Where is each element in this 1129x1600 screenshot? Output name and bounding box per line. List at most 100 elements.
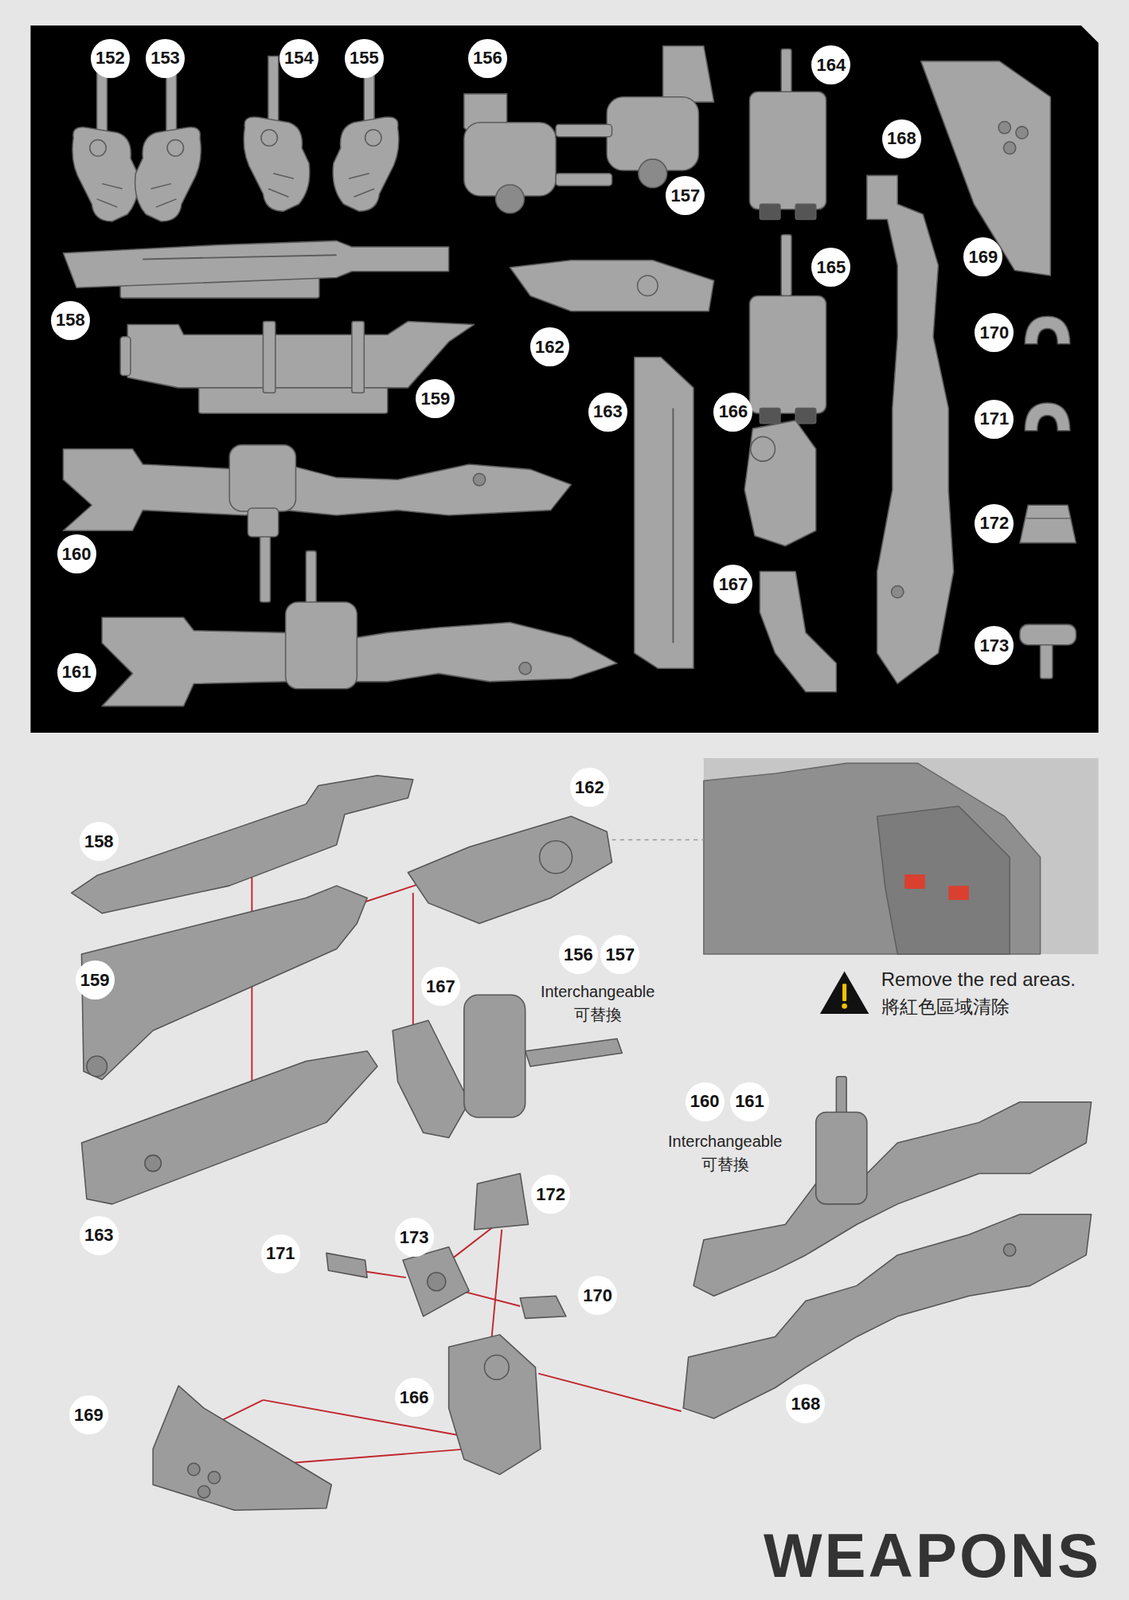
parts-panel [30,25,1098,733]
part-drawing [71,775,414,914]
callout-number: 152 [90,39,130,79]
callout-number: 167 [421,966,461,1006]
part-drawing [759,203,781,219]
part-detail [637,275,659,297]
callout-number-text: 173 [980,636,1010,655]
callout-number-text: 171 [980,410,1010,428]
callout-number-text: 163 [84,1226,114,1244]
part-drawing [402,1246,469,1317]
callout-number-text: 154 [284,49,314,67]
callout-number-text: 157 [605,945,635,964]
callout-number-text: 169 [968,248,998,266]
callout-number: 158 [50,300,90,340]
warning-symbol [820,972,868,1013]
callout-line [612,839,704,841]
callout-number-text: 162 [574,778,605,797]
callout-number-text: 172 [535,1185,566,1204]
part-drawing [1040,640,1053,679]
callout-number-text: 167 [425,977,456,996]
part-drawing [1024,402,1070,431]
callout-number-text: 156 [563,945,594,964]
part-drawing [795,408,817,424]
callout-number-text: 157 [670,187,700,205]
callout-number: 172 [974,503,1014,544]
part-detail [891,585,904,598]
callout-number-text: 156 [472,49,503,67]
callout-number-text: 171 [265,1244,296,1262]
part-drawing [781,49,792,96]
part-drawing [634,356,694,669]
part-detail [1015,126,1028,139]
part-detail [144,1154,161,1172]
assembly-line [365,1270,407,1278]
callout-number-text: 164 [816,56,847,75]
part-detail [207,1471,220,1484]
part-detail [261,129,294,198]
part-drawing [555,173,612,186]
part-detail [496,184,525,214]
part-detail [484,1355,509,1380]
callout-number-text: 155 [349,49,379,67]
callout-number: 157 [600,934,640,974]
part-drawing [120,336,131,376]
part-drawing [519,1295,567,1318]
callout-number: 160 [685,1082,725,1122]
callout-number-text: 170 [980,324,1010,342]
callout-number: 171 [261,1234,301,1274]
callout-number: 155 [344,39,384,79]
part-detail [348,129,382,198]
callout-number-text: 169 [74,1406,104,1424]
part-drawing [1019,624,1076,645]
part-drawing [683,1214,1091,1419]
callout-number: 166 [394,1377,434,1417]
part-drawing [229,445,296,512]
part-drawing [285,601,358,689]
warning-symbol [841,1003,848,1009]
callout-number: 172 [531,1174,571,1214]
callout-number-text: 161 [734,1092,765,1110]
callout-number-text: 170 [582,1286,613,1305]
callout-number: 173 [394,1217,434,1257]
callout-number-text: 163 [593,402,623,421]
callout-number: 162 [530,327,570,367]
part-drawing [72,127,139,222]
note-text: 可替換 [574,1005,622,1024]
part-drawing [759,408,781,424]
callout-number: 156 [558,934,598,974]
part-drawing [744,420,817,547]
part-drawing [1024,316,1070,344]
part-detail [519,662,532,675]
part-drawing [101,617,618,706]
part-detail [998,121,1011,133]
callout-number: 153 [145,39,185,79]
detail-inset [703,762,1041,954]
part-detail [671,408,674,644]
assembly-line [262,1399,467,1437]
part-drawing [795,203,817,219]
part-detail [638,159,668,188]
part-detail [89,140,123,208]
part-drawing [509,260,714,312]
part-detail [750,436,776,461]
part-drawing [1019,504,1076,543]
callout-number: 168 [882,119,922,159]
part-detail [86,1055,108,1077]
part-drawing [474,1172,529,1229]
callout-number: 170 [578,1275,618,1315]
part-drawing [243,117,310,211]
part-detail [142,254,336,259]
assembly-line [538,1373,681,1411]
part-drawing [62,449,571,532]
part-detail [427,1272,446,1291]
warning-symbol [842,983,847,1001]
part-drawing [464,994,526,1118]
callout-number-text: 166 [399,1388,430,1407]
part-drawing [268,55,279,122]
callout-number-text: 162 [535,338,565,356]
callout-number-text: 153 [150,49,180,67]
part-drawing [152,1385,332,1510]
part-drawing [816,1112,868,1204]
detail-inset [877,805,1011,954]
callout-number-text: 160 [690,1092,720,1110]
